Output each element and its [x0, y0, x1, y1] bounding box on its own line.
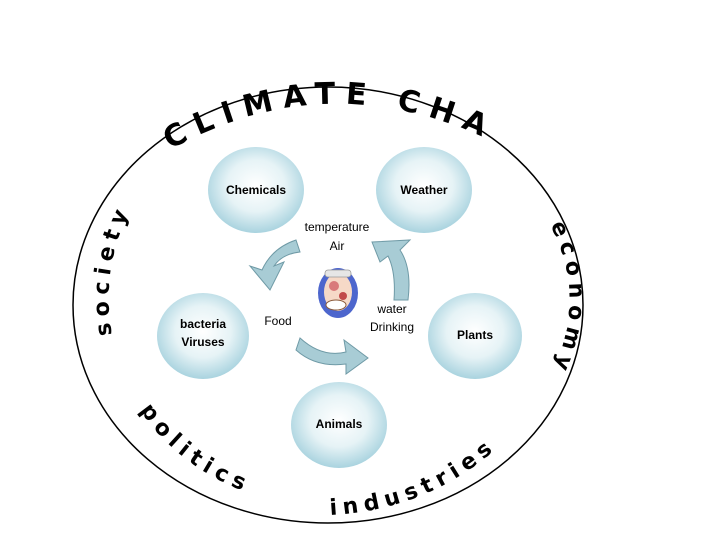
node-plants: Plants	[428, 293, 522, 379]
food-label: Food	[264, 314, 291, 328]
water-label: water	[376, 302, 406, 316]
weather-label: Weather	[400, 183, 447, 197]
temperature-label: temperature	[305, 220, 370, 234]
air-label: Air	[330, 239, 345, 253]
person-eating-icon	[318, 268, 358, 318]
drinking-label: Drinking	[370, 320, 414, 334]
arrow-left-upper	[248, 239, 301, 291]
node-chemicals: Chemicals	[208, 147, 304, 233]
bacteria-label: bacteria	[180, 317, 226, 331]
outer-circle	[72, 86, 584, 524]
animals-label: Animals	[316, 417, 363, 431]
chemicals-label: Chemicals	[226, 183, 286, 197]
arrow-lower	[295, 337, 369, 375]
arrow-right-upper	[371, 239, 412, 301]
node-animals: Animals	[291, 382, 387, 468]
node-weather: Weather	[376, 147, 472, 233]
viruses-label: Viruses	[181, 335, 224, 349]
node-viruses-bacteria: bacteria Viruses	[157, 293, 249, 379]
politics-label: politics	[135, 399, 255, 498]
economy-label: economy	[545, 217, 589, 380]
title-text: CLIMATE CHANGE	[0, 0, 502, 157]
plants-label: Plants	[457, 328, 493, 342]
society-label: society	[89, 200, 136, 337]
